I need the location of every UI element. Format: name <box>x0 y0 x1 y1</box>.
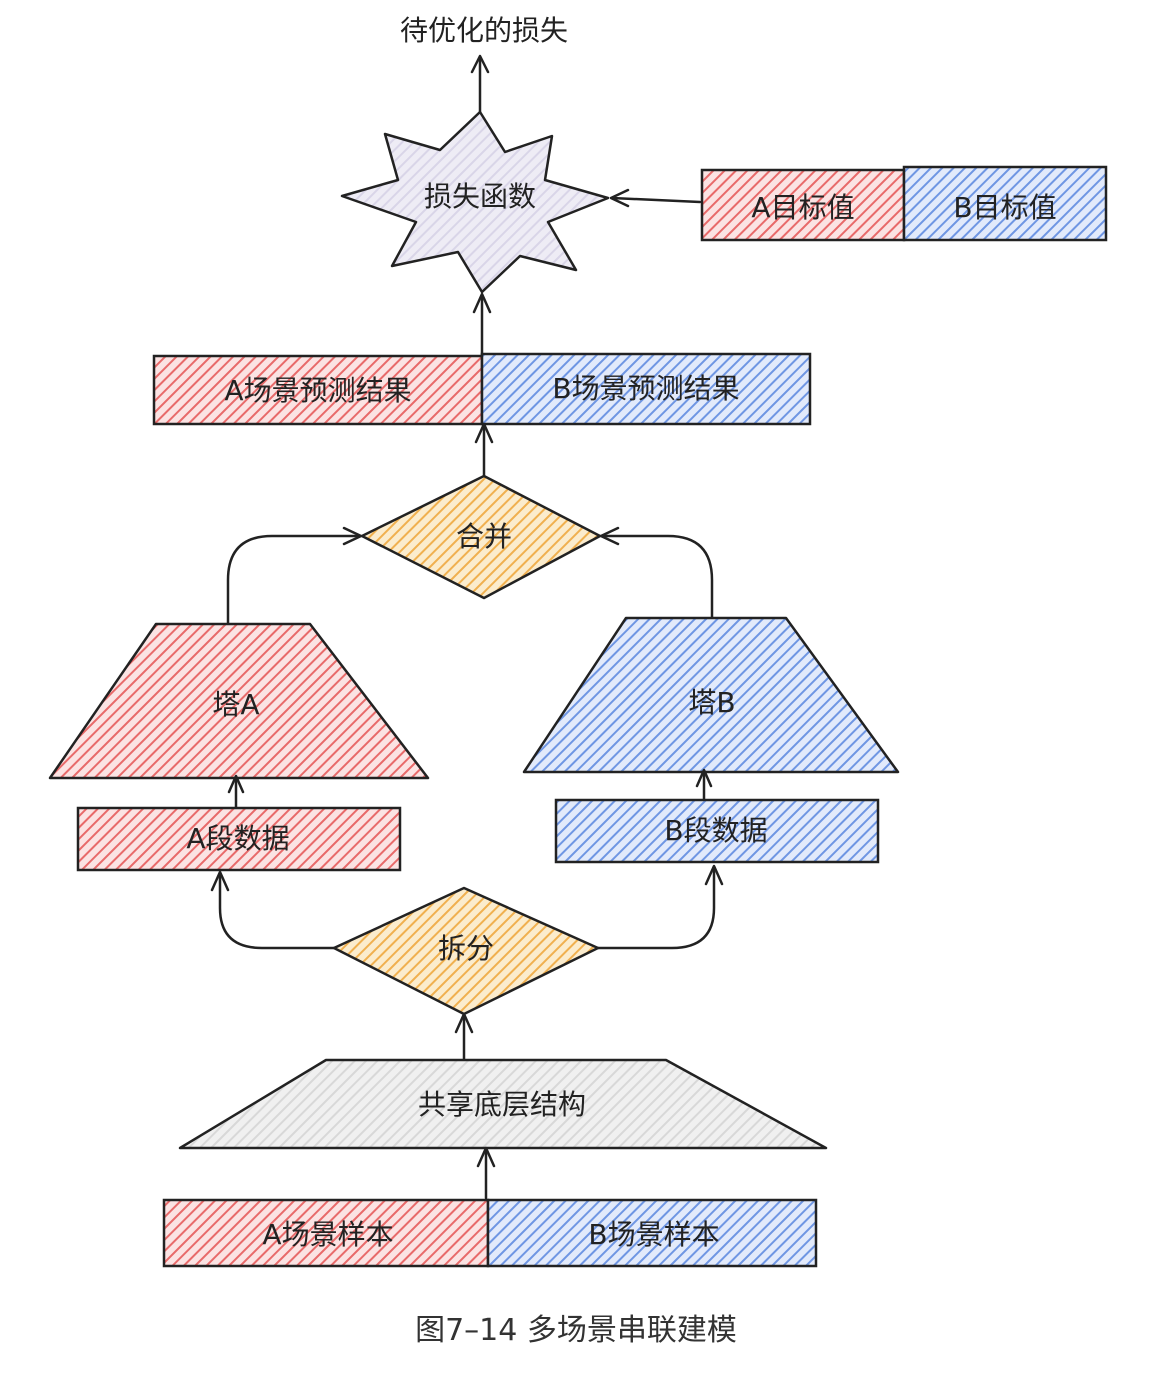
targets-box: A目标值 B目标值 <box>700 165 1108 242</box>
sample-b-label: B场景样本 <box>588 1218 719 1251</box>
prediction-b-box <box>480 352 812 426</box>
arrow-tower-a-to-merge <box>226 526 363 626</box>
shared-bottom-label: 共享底层结构 <box>418 1088 586 1121</box>
merge-label: 合并 <box>456 520 512 553</box>
target-a-box <box>700 168 906 242</box>
tower-a-node: 塔A <box>48 622 430 780</box>
sample-b-box <box>486 1198 818 1268</box>
segment-a-box: A段数据 <box>76 806 402 872</box>
arrow-segment-a-to-tower-a <box>227 774 245 810</box>
tower-a-label: 塔A <box>212 688 259 721</box>
split-label: 拆分 <box>438 932 494 965</box>
segment-b-label: B段数据 <box>664 814 767 847</box>
segment-b-box: B段数据 <box>554 798 880 864</box>
arrow-merge-to-predictions <box>474 422 494 478</box>
figure-caption: 图7–14 多场景串联建模 <box>415 1313 737 1348</box>
arrow-targets-to-loss <box>609 188 702 208</box>
arrow-split-to-segment-a <box>210 870 336 950</box>
loss-function-label: 损失函数 <box>424 180 536 213</box>
split-node: 拆分 <box>332 886 600 1016</box>
arrow-segment-b-to-tower-b <box>695 768 713 802</box>
prediction-b-label: B场景预测结果 <box>552 372 739 405</box>
target-a-label: A目标值 <box>751 191 854 224</box>
arrow-tower-b-to-merge <box>599 526 714 620</box>
title-label: 待优化的损失 <box>400 14 568 47</box>
merge-node: 合并 <box>360 474 602 600</box>
target-b-box <box>902 165 1108 242</box>
arrow-predictions-to-loss <box>472 292 492 357</box>
arrow-loss-to-title <box>470 54 490 114</box>
tower-b-node: 塔B <box>522 616 900 774</box>
prediction-a-box <box>152 354 484 426</box>
target-b-label: B目标值 <box>953 191 1056 224</box>
arrow-split-to-segment-b <box>596 864 724 950</box>
samples-box: A场景样本 B场景样本 <box>162 1198 818 1268</box>
predictions-box: A场景预测结果 B场景预测结果 <box>152 352 812 426</box>
sample-a-box <box>162 1198 490 1268</box>
arrow-shared-to-split <box>454 1012 474 1062</box>
tower-b-label: 塔B <box>688 686 735 719</box>
arrow-samples-to-shared <box>476 1146 496 1200</box>
loss-function-node: 损失函数 <box>340 110 610 294</box>
sample-a-label: A场景样本 <box>262 1218 393 1251</box>
shared-bottom-node: 共享底层结构 <box>178 1058 828 1150</box>
prediction-a-label: A场景预测结果 <box>224 374 411 407</box>
segment-a-label: A段数据 <box>186 822 289 855</box>
